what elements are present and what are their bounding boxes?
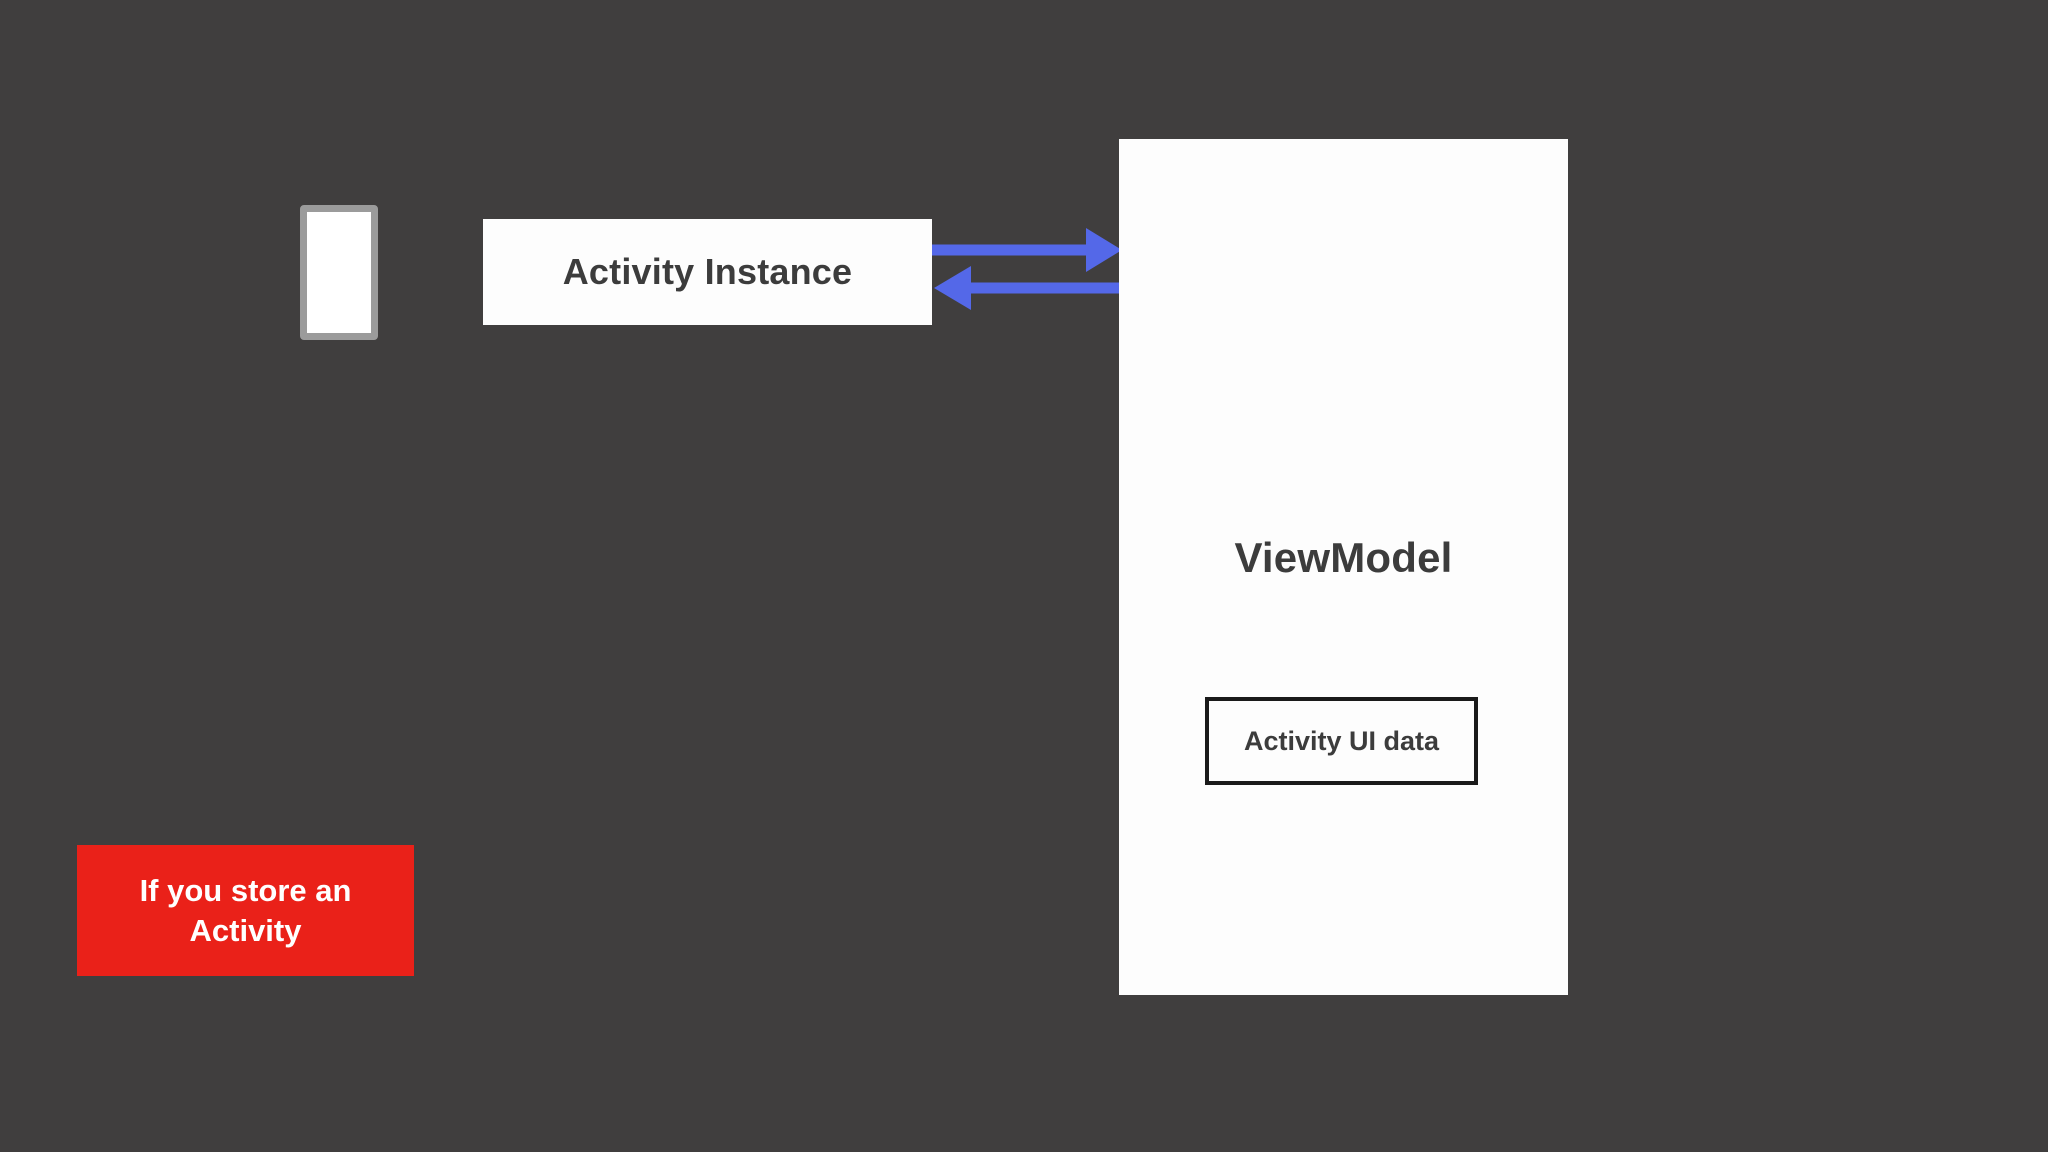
arrow-activity-to-viewmodel — [932, 228, 1122, 272]
arrow-viewmodel-to-activity — [934, 266, 1122, 310]
viewmodel-label: ViewModel — [1234, 534, 1453, 581]
store-activity-warning-label: If you store an Activity — [139, 873, 352, 948]
activity-ui-data-node: Activity UI data — [1205, 697, 1478, 785]
store-activity-warning-callout: If you store an Activity — [77, 845, 414, 976]
activity-ui-data-label: Activity UI data — [1243, 725, 1440, 756]
viewmodel-node: ViewModel Activity UI data — [1119, 139, 1568, 995]
activity-instance-label: Activity Instance — [562, 251, 853, 292]
activity-instance-node: Activity Instance — [483, 219, 932, 325]
phone-device-icon — [300, 205, 378, 340]
